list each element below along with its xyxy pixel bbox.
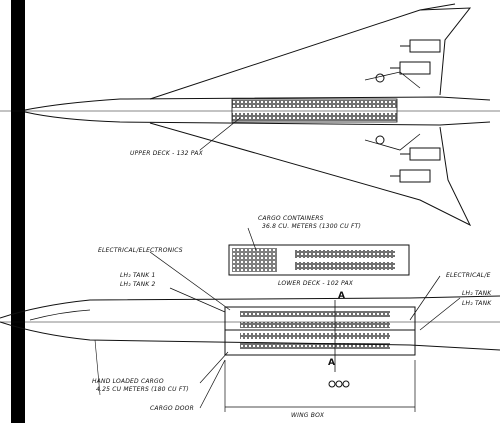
electrical-label: ELECTRICAL/ELECTRONICS [98, 247, 183, 254]
lh2-tank2-label: LH₂ TANK 2 [120, 281, 156, 288]
hand-loaded-cargo-label: HAND LOADED CARGO [92, 378, 164, 385]
side-view [0, 251, 500, 412]
wing-box-label: WING BOX [288, 412, 328, 419]
upper-deck-seats-b [232, 113, 397, 121]
lh2-tank1-label: LH₂ TANK 1 [120, 272, 156, 279]
electrical-right-label: ELECTRICAL/E [446, 272, 491, 279]
cargo-containers-volume: 36.8 CU. METERS (1300 CU FT) [262, 223, 362, 230]
upper-deck-label: UPPER DECK - 132 PAX [130, 150, 203, 157]
lh2-tank-right-2: LH₂ TANK [462, 300, 492, 307]
cargo-containers-label: CARGO CONTAINERS [258, 215, 324, 222]
cargo-door-label: CARGO DOOR [150, 405, 194, 412]
upper-deck-leader [199, 117, 241, 151]
wing-upper [149, 7, 472, 100]
wing-lower [149, 122, 472, 227]
section-marker-a-bottom: A [328, 358, 336, 368]
engines-top [375, 39, 441, 183]
lower-deck-plan [228, 227, 410, 276]
lower-deck-label: LOWER DECK - 102 PAX [278, 280, 354, 287]
fuselage-top-edge [24, 96, 491, 111]
lh2-tank-right-1: LH₂ TANK [462, 290, 492, 297]
fuselage-bottom-edge [24, 111, 491, 126]
hand-loaded-cargo-volume: 4.25 CU METERS (180 CU FT) [96, 386, 189, 393]
upper-deck-seats-a [232, 100, 397, 108]
section-marker-a-top: A [338, 291, 346, 301]
scan-edge-bar [11, 0, 25, 423]
